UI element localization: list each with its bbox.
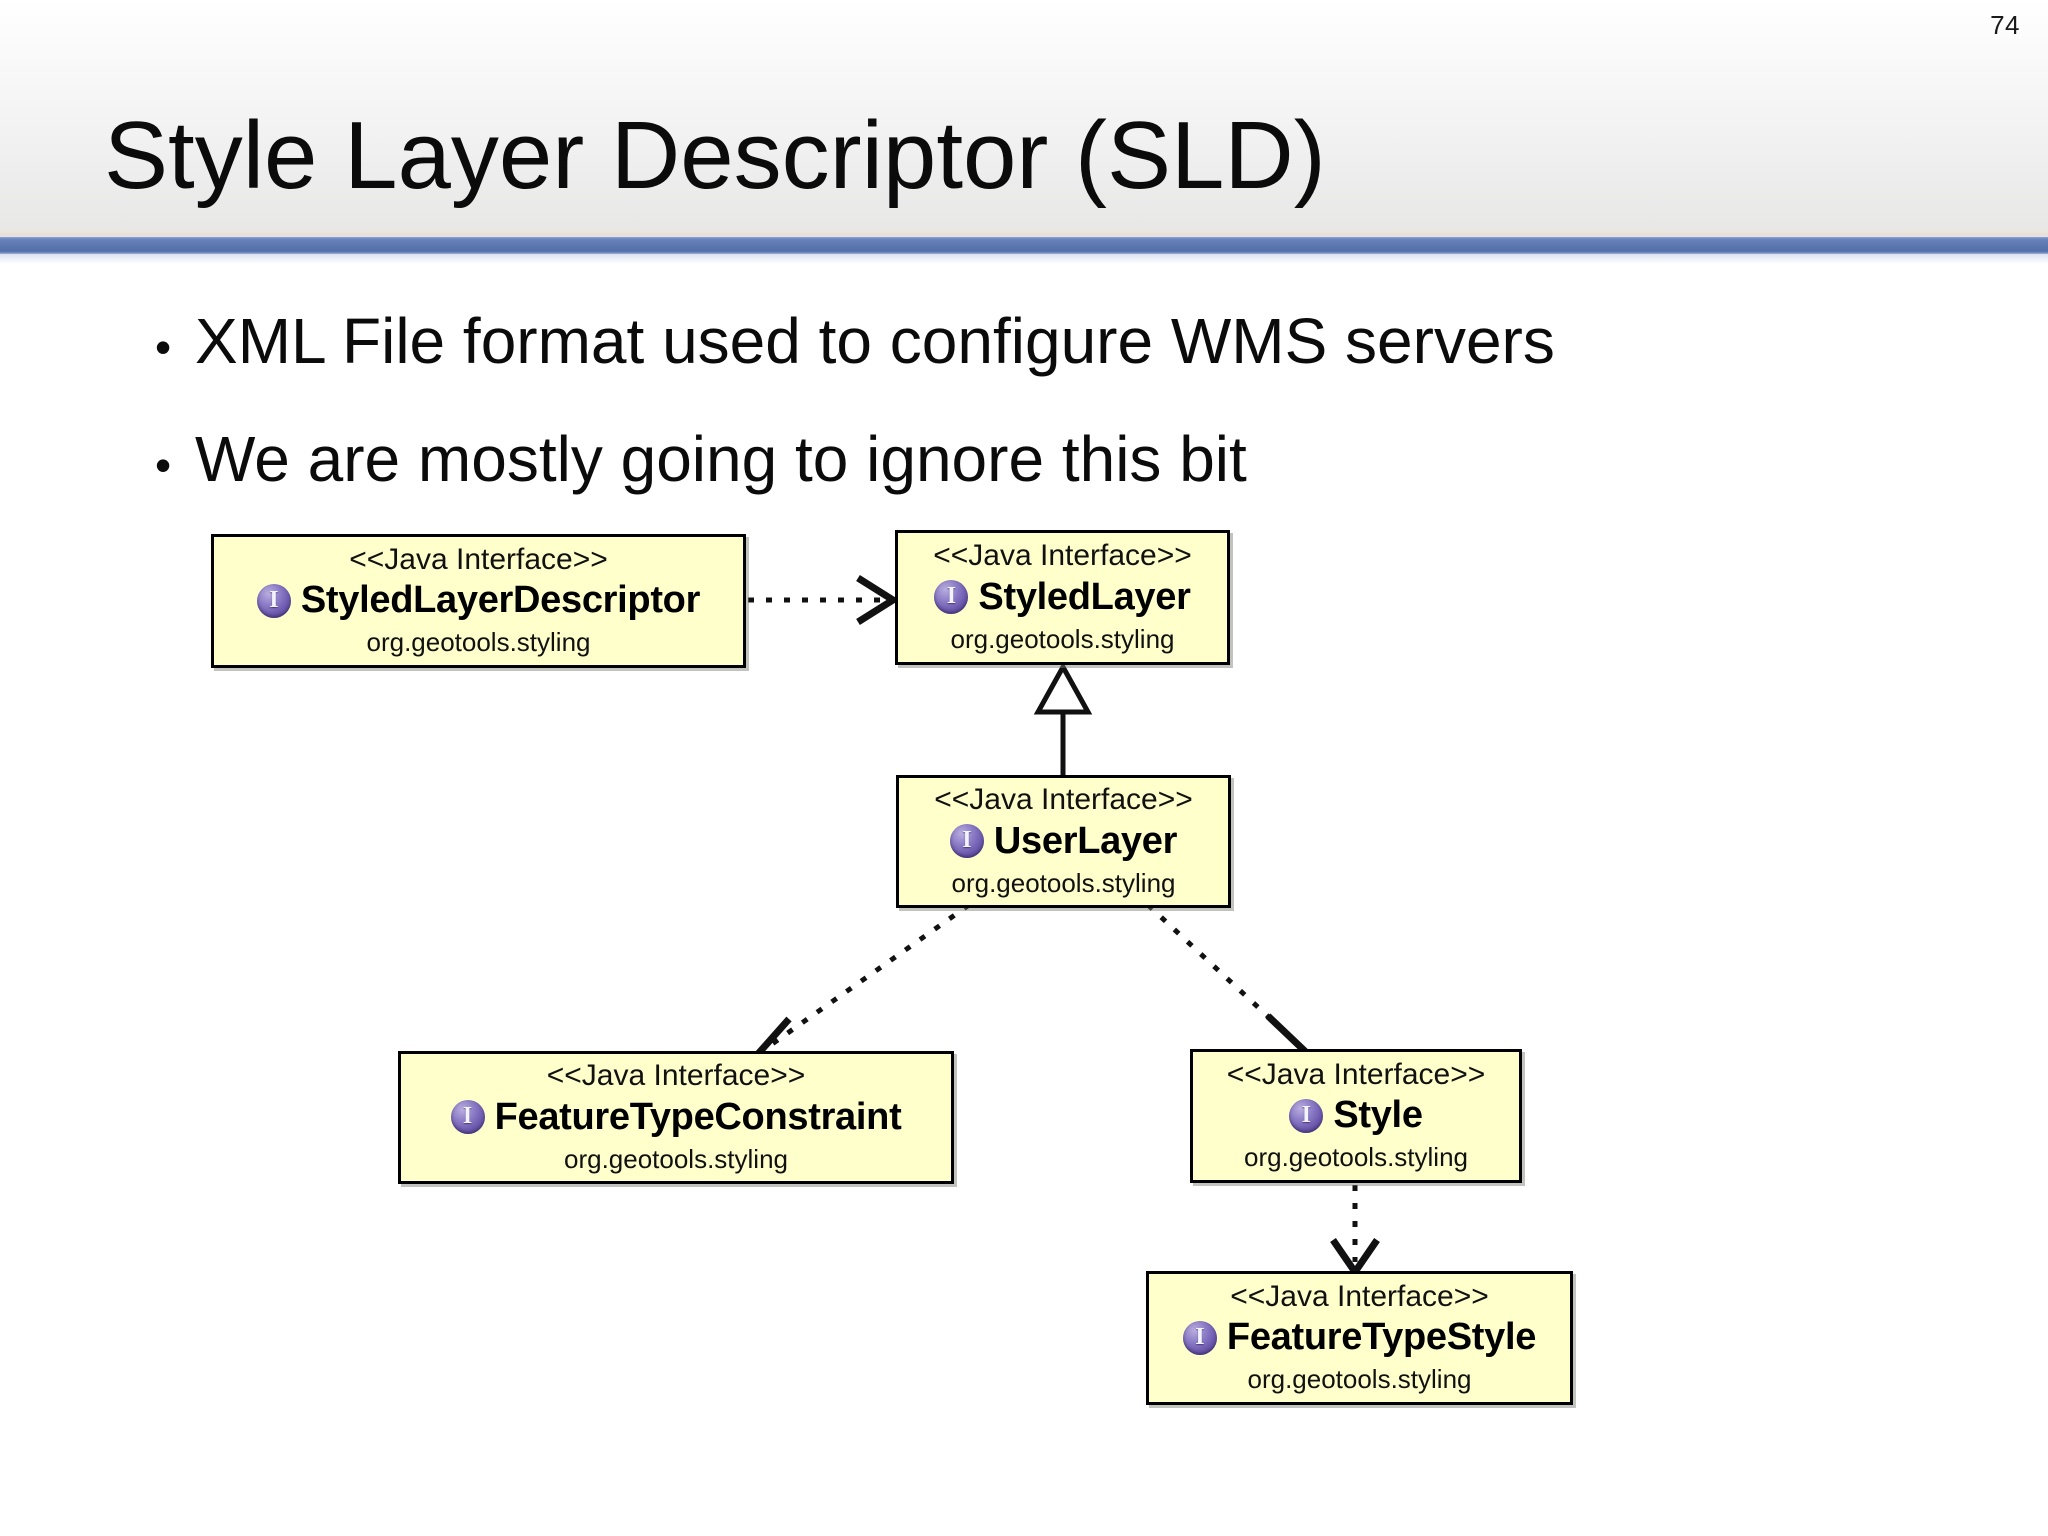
- interface-icon: I: [450, 1100, 485, 1135]
- uml-class-name: UserLayer: [993, 819, 1178, 862]
- bullet-text: We are mostly going to ignore this bit: [195, 423, 1247, 495]
- uml-node-user-layer[interactable]: <<Java Interface>> I UserLayer org.geoto…: [896, 775, 1231, 908]
- uml-name-row: I Style: [1289, 1094, 1423, 1137]
- edge-sld-to-styledlayer: [748, 575, 900, 625]
- uml-package-name: org.geotools.styling: [950, 623, 1175, 654]
- header-accent-bar: [0, 237, 2048, 254]
- list-item: • We are mostly going to ignore this bit: [155, 403, 1955, 521]
- uml-name-row: I StyledLayerDescriptor: [256, 579, 701, 622]
- header-accent-thin-line: [0, 233, 2048, 237]
- uml-node-styled-layer[interactable]: <<Java Interface>> I StyledLayer org.geo…: [895, 530, 1230, 665]
- title-header-band: [0, 0, 2048, 237]
- interface-icon: I: [934, 580, 969, 615]
- edge-userlayer-to-styledlayer: [1033, 661, 1093, 775]
- uml-name-row: I StyledLayer: [934, 575, 1191, 619]
- uml-stereotype: <<Java Interface>>: [1226, 1057, 1486, 1091]
- edge-userlayer-to-featuretypeconstraint: [750, 902, 971, 1065]
- uml-class-name: FeatureTypeStyle: [1226, 1316, 1537, 1359]
- uml-package-name: org.geotools.styling: [366, 627, 591, 658]
- interface-icon: I: [949, 824, 984, 859]
- uml-package-name: org.geotools.styling: [1243, 1142, 1469, 1173]
- bullet-marker-icon: •: [155, 439, 172, 491]
- uml-class-name: StyledLayerDescriptor: [300, 579, 701, 622]
- uml-name-row: I FeatureTypeConstraint: [450, 1095, 902, 1139]
- interface-icon: I: [1289, 1098, 1324, 1133]
- bullet-marker-icon: •: [155, 321, 172, 373]
- uml-stereotype: <<Java Interface>>: [933, 539, 1192, 573]
- uml-stereotype: <<Java Interface>>: [349, 542, 608, 576]
- uml-class-name: StyledLayer: [978, 575, 1191, 618]
- uml-node-styled-layer-descriptor[interactable]: <<Java Interface>> I StyledLayerDescript…: [211, 534, 746, 668]
- page-title: Style Layer Descriptor (SLD): [104, 102, 1326, 209]
- list-item: • XML File format used to configure WMS …: [155, 285, 1955, 403]
- interface-icon: I: [1182, 1320, 1217, 1355]
- page-number: 74: [1990, 10, 2020, 40]
- header-accent-fade: [0, 254, 2048, 264]
- uml-stereotype: <<Java Interface>>: [546, 1059, 806, 1093]
- uml-node-feature-type-style[interactable]: <<Java Interface>> I FeatureTypeStyle or…: [1146, 1271, 1573, 1405]
- uml-class-name: Style: [1333, 1094, 1423, 1137]
- uml-node-style[interactable]: <<Java Interface>> I Style org.geotools.…: [1190, 1049, 1522, 1183]
- bullet-text: XML File format used to configure WMS se…: [195, 305, 1555, 377]
- uml-package-name: org.geotools.styling: [951, 867, 1176, 898]
- edge-userlayer-to-style: [1146, 903, 1318, 1064]
- uml-name-row: I UserLayer: [949, 819, 1178, 863]
- uml-node-feature-type-constraint[interactable]: <<Java Interface>> I FeatureTypeConstrai…: [398, 1051, 954, 1184]
- uml-package-name: org.geotools.styling: [563, 1143, 789, 1174]
- uml-package-name: org.geotools.styling: [1247, 1364, 1472, 1395]
- uml-stereotype: <<Java Interface>>: [934, 783, 1193, 817]
- bullet-list: • XML File format used to configure WMS …: [155, 285, 1955, 521]
- uml-name-row: I FeatureTypeStyle: [1182, 1316, 1537, 1359]
- uml-class-name: FeatureTypeConstraint: [494, 1095, 902, 1138]
- interface-icon: I: [256, 583, 291, 618]
- edge-style-to-featuretypestyle: [1330, 1185, 1380, 1279]
- uml-stereotype: <<Java Interface>>: [1230, 1279, 1489, 1313]
